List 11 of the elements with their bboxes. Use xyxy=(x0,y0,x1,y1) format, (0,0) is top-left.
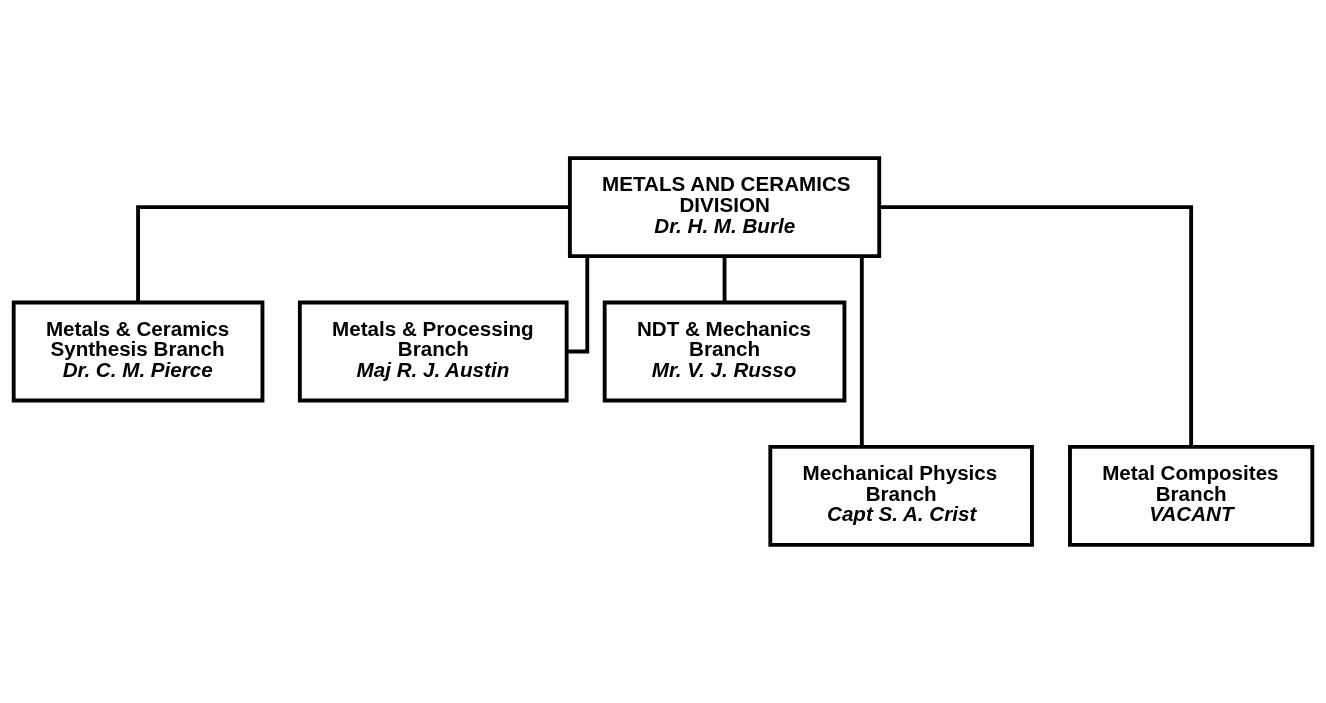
connector xyxy=(567,256,590,354)
node-box: NDT & Mechanics Branch Mr. V. J. Russo xyxy=(602,300,847,403)
connector xyxy=(879,205,1194,447)
node-box: Mechanical Physics Branch Capt S. A. Crist xyxy=(768,444,1034,547)
node-box: Metals & Ceramics Synthesis Branch Dr. C. M. Pierce xyxy=(11,300,265,403)
connector xyxy=(136,205,570,303)
connector xyxy=(859,256,864,447)
node-box: METALS AND CERAMICS DIVISION Dr. H. M. Burle xyxy=(567,156,882,259)
connector xyxy=(722,256,727,303)
node-box: Metal Composites Branch VACANT xyxy=(1068,444,1315,547)
node-box: Metals & Processing Branch Maj R. J. Austin xyxy=(297,300,569,403)
